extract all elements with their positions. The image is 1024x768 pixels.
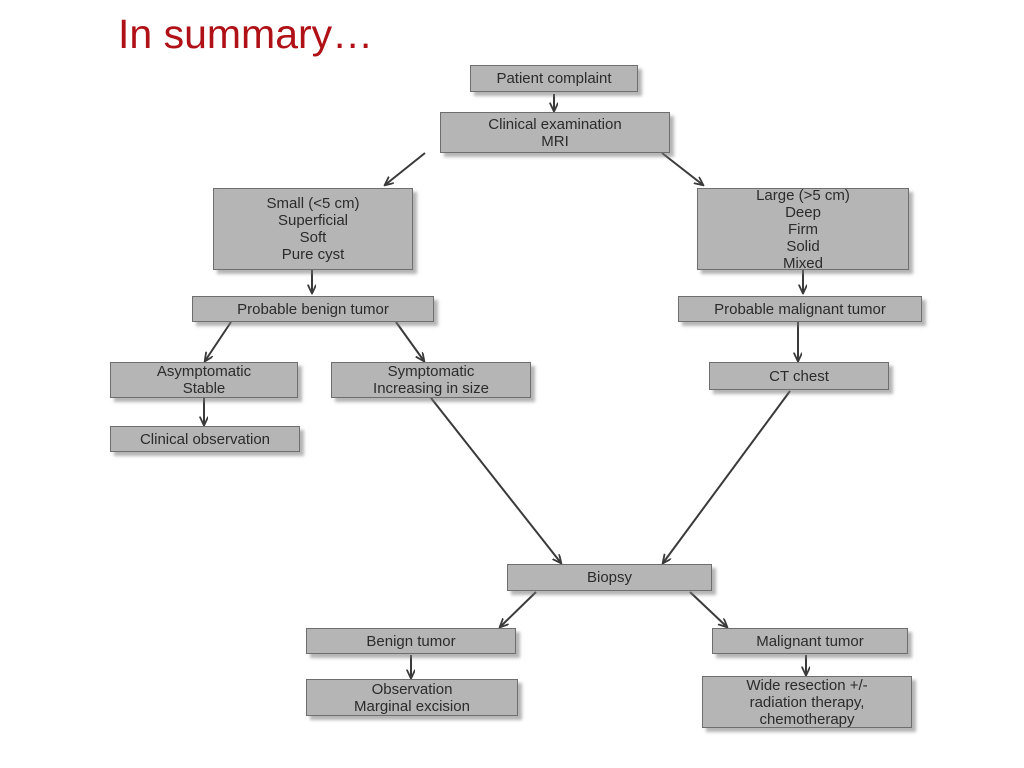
edge-probable-benign-to-asymptomatic: [205, 321, 232, 361]
node-ct-chest[interactable]: CT chest: [709, 362, 889, 390]
node-benign-tumor[interactable]: Benign tumor: [306, 628, 516, 654]
node-clinical-exam-mri[interactable]: Clinical examination MRI: [440, 112, 670, 153]
node-label: Patient complaint: [496, 70, 612, 87]
node-label: Asymptomatic Stable: [156, 363, 252, 397]
page-title: In summary…: [118, 11, 374, 57]
node-malignant-tumor[interactable]: Malignant tumor: [712, 628, 908, 654]
edge-biopsy-to-malignant-tumor: [689, 591, 727, 627]
edge-clinical-exam-to-small: [385, 152, 426, 185]
node-label: CT chest: [769, 367, 829, 385]
node-label: Malignant tumor: [756, 632, 864, 650]
node-label: Small (<5 cm) Superficial Soft Pure cyst: [266, 195, 360, 263]
node-small-features[interactable]: Small (<5 cm) Superficial Soft Pure cyst: [213, 188, 413, 270]
edge-biopsy-to-benign-tumor: [500, 591, 537, 627]
node-observation-marginal-excision[interactable]: Observation Marginal excision: [306, 679, 518, 716]
edge-clinical-exam-to-large: [661, 152, 703, 185]
node-label: Wide resection +/- radiation therapy, ch…: [746, 676, 868, 728]
node-label: Symptomatic Increasing in size: [373, 363, 489, 397]
edge-symptomatic-to-biopsy: [430, 397, 561, 563]
edge-probable-benign-to-symptomatic: [395, 321, 424, 361]
node-label: Probable malignant tumor: [714, 300, 886, 318]
node-label: Benign tumor: [366, 632, 456, 650]
node-label: Biopsy: [586, 569, 633, 586]
node-label: Observation Marginal excision: [354, 680, 470, 715]
node-label: Clinical examination MRI: [488, 115, 622, 150]
node-probable-malignant[interactable]: Probable malignant tumor: [678, 296, 922, 322]
node-wide-resection[interactable]: Wide resection +/- radiation therapy, ch…: [702, 676, 912, 728]
node-patient-complaint[interactable]: Patient complaint: [470, 65, 638, 92]
node-probable-benign[interactable]: Probable benign tumor: [192, 296, 434, 322]
edge-ct-chest-to-biopsy: [663, 390, 791, 563]
node-clinical-observation[interactable]: Clinical observation: [110, 426, 300, 452]
node-asymptomatic-stable[interactable]: Asymptomatic Stable: [110, 362, 298, 398]
node-label: Probable benign tumor: [237, 300, 389, 318]
node-label: Large (>5 cm) Deep Firm Solid Mixed: [756, 186, 850, 272]
node-large-features[interactable]: Large (>5 cm) Deep Firm Solid Mixed: [697, 186, 909, 272]
node-biopsy[interactable]: Biopsy: [507, 564, 712, 591]
node-symptomatic[interactable]: Symptomatic Increasing in size: [331, 362, 531, 398]
node-label: Clinical observation: [139, 430, 271, 448]
